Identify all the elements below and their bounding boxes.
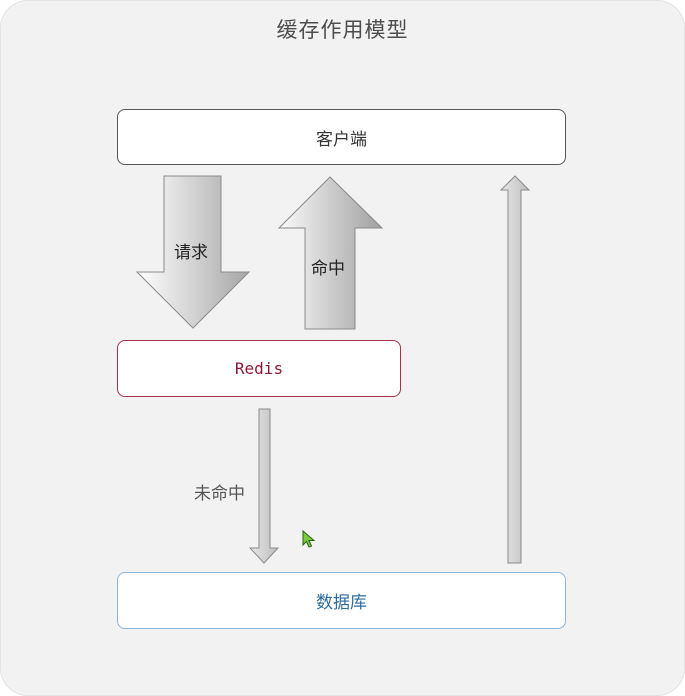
mouse-cursor-icon [302, 530, 316, 548]
miss-label: 未命中 [194, 484, 245, 504]
client-label: 客户端 [316, 129, 367, 150]
redis-node: Redis [117, 340, 401, 397]
client-node: 客户端 [117, 109, 566, 165]
database-label: 数据库 [316, 593, 367, 613]
redis-label: Redis [234, 359, 284, 378]
hit-label: 命中 [311, 259, 345, 279]
request-label: 请求 [174, 243, 208, 263]
diagram-title: 缓存作用模型 [276, 18, 409, 42]
database-node: 数据库 [117, 572, 566, 629]
